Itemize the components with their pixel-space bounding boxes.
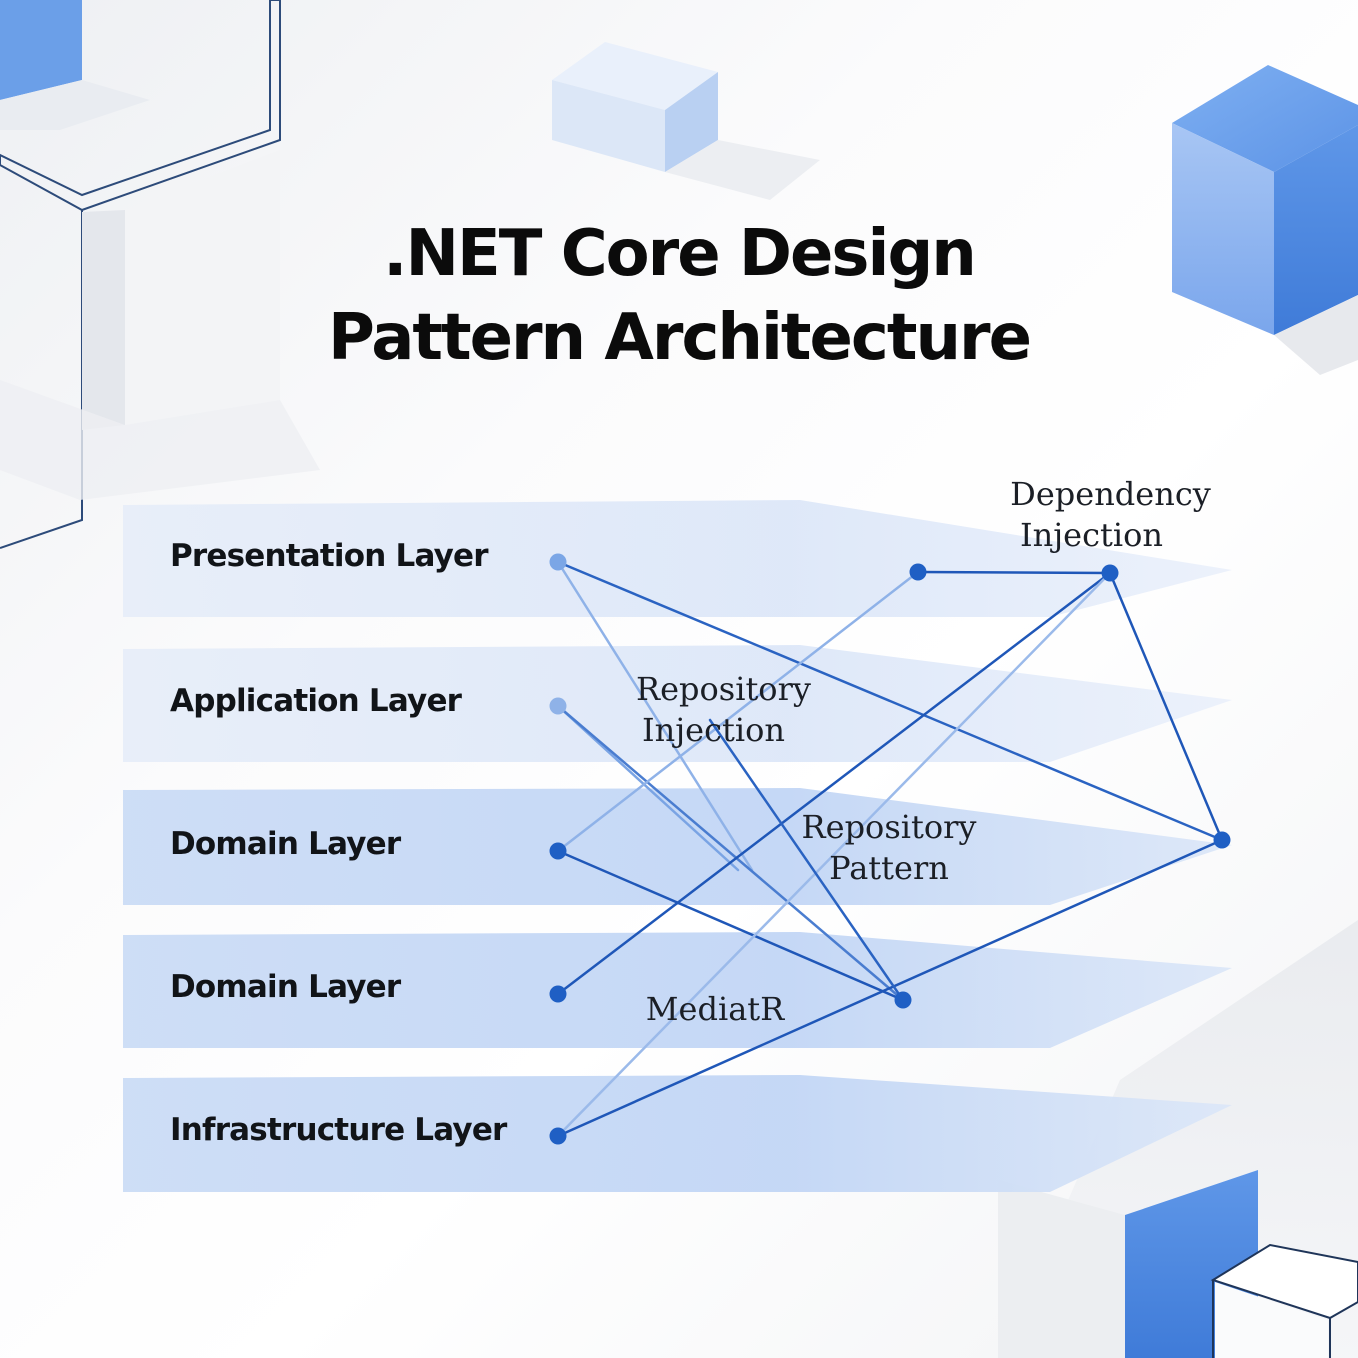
node-di-right (1101, 564, 1119, 582)
node-presentation (549, 553, 567, 571)
pattern-label-repository-injection: Repository Injection (636, 669, 816, 751)
connection-nodes (549, 553, 1231, 1145)
link-presentation-to-right-node (556, 560, 1224, 842)
layer-label-application: Application Layer (170, 683, 462, 719)
node-mediatr (894, 991, 912, 1009)
layer-label-domain: Domain Layer (170, 826, 401, 862)
link-domain2-to-di (556, 571, 1112, 996)
cube-top-right (1172, 65, 1358, 172)
link-domain-to-mediatr-node (556, 849, 905, 1002)
title-line-2: Pattern Architecture (328, 301, 1032, 375)
node-right (1213, 831, 1231, 849)
cube-top-center (552, 42, 718, 110)
node-domain-secondary (549, 985, 567, 1003)
title-line-1: .NET Core Design (383, 217, 977, 291)
pattern-label-dependency-injection: Dependency Injection (1008, 474, 1213, 556)
page-title: .NET Core Design Pattern Architecture (0, 212, 1358, 380)
link-di-nodes (916, 570, 1112, 575)
corner-block-top-left (0, 0, 82, 100)
link-infrastructure-to-di (556, 571, 1112, 1138)
repository-pattern-line-1: Repository (801, 808, 977, 846)
repository-injection-line-1: Repository (636, 670, 811, 708)
link-repo-injection-to-mediatr (708, 718, 905, 1002)
layer-label-presentation: Presentation Layer (170, 538, 489, 574)
link-domain-to-di-left (556, 570, 920, 853)
layer-label-infrastructure: Infrastructure Layer (170, 1112, 507, 1148)
layer-label-domain-secondary: Domain Layer (170, 969, 401, 1005)
repository-injection-line-2: Injection (642, 711, 785, 749)
connection-lines (556, 560, 1224, 1138)
node-di-left (909, 563, 927, 581)
link-application-to-mediatr-node (556, 704, 905, 1002)
mediatr-line-1: MediatR (645, 990, 785, 1028)
link-application-to-repository (556, 704, 740, 872)
pattern-label-mediatr: MediatR (645, 989, 785, 1030)
pattern-label-repository-pattern: Repository Pattern (800, 807, 978, 889)
link-di-to-right-node (1108, 571, 1224, 842)
repository-pattern-line-2: Pattern (829, 849, 949, 887)
dependency-injection-line-1: Dependency (1010, 475, 1211, 513)
layer-bands (123, 500, 1232, 1192)
dependency-injection-line-2: Injection (1020, 516, 1163, 554)
node-domain (549, 842, 567, 860)
link-infrastructure-to-right-node (556, 838, 1224, 1138)
node-application (549, 697, 567, 715)
link-presentation-to-repository (556, 560, 754, 872)
node-infrastructure (549, 1127, 567, 1145)
